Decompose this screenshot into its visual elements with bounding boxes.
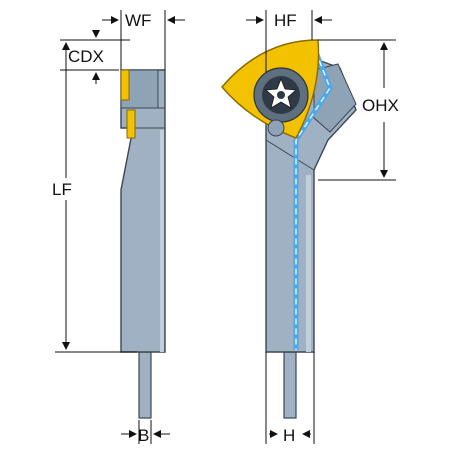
clamp-screw	[267, 119, 285, 137]
side-shank	[138, 351, 152, 419]
front-shank	[283, 351, 297, 419]
side-insert-top	[120, 69, 130, 101]
label-wf: WF	[125, 11, 151, 30]
label-hf: HF	[274, 11, 297, 30]
label-h: H	[283, 426, 295, 445]
front-head	[313, 63, 357, 133]
side-insert-bottom	[126, 109, 136, 139]
front-view	[221, 39, 357, 419]
label-lf: LF	[52, 180, 72, 199]
label-cdx: CDX	[68, 47, 104, 66]
label-ohx: OHX	[362, 96, 399, 115]
dimensions	[55, 10, 396, 444]
side-view	[120, 69, 166, 419]
label-b: B	[138, 426, 149, 445]
